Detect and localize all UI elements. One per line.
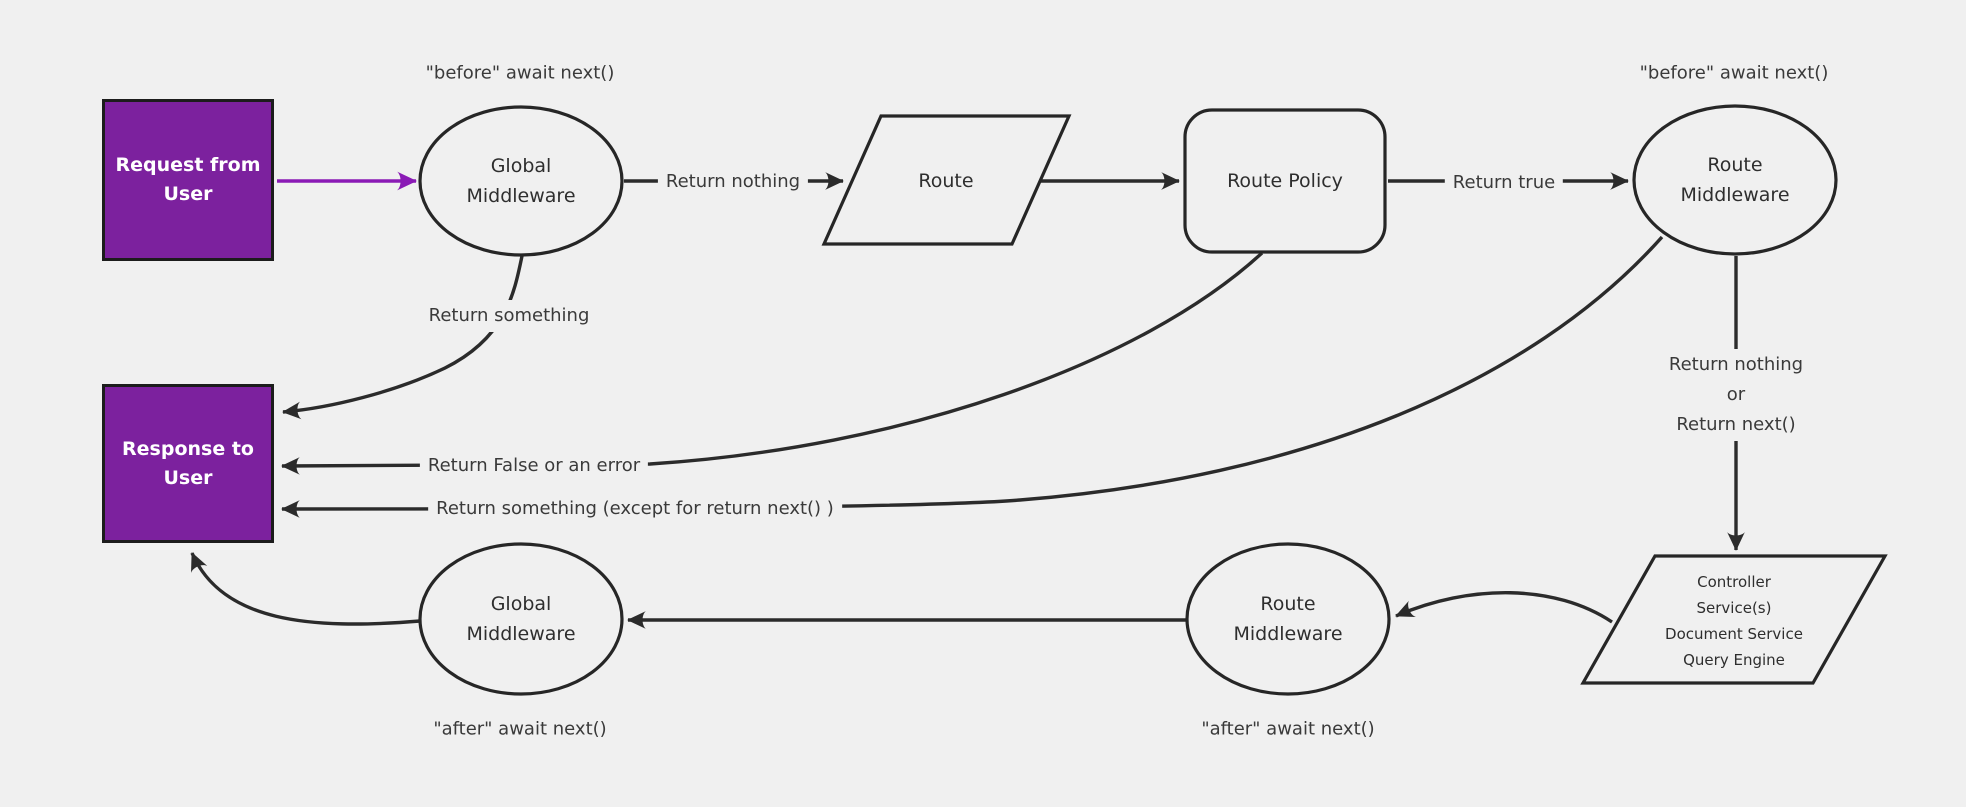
before-await-next-right-annotation: "before" await next() bbox=[1639, 62, 1829, 84]
after-await-next-right-annotation: "after" await next() bbox=[1201, 718, 1375, 740]
return-false-edge-label: Return False or an error bbox=[419, 450, 649, 482]
route-middleware-top-label: Route Middleware bbox=[1680, 154, 1790, 206]
return-nothing-top-edge-label: Return nothing bbox=[657, 166, 809, 198]
route-label: Route bbox=[918, 170, 974, 192]
before-await-next-left-annotation: "before" await next() bbox=[425, 62, 615, 84]
global-middleware-top-shape bbox=[418, 105, 624, 257]
global-middleware-top-label: Global Middleware bbox=[466, 155, 576, 207]
global-middleware-bottom-shape bbox=[418, 542, 624, 696]
edge-route-policy-return-false-to-response bbox=[281, 251, 1264, 475]
edge-global-middleware-bottom-to-response bbox=[190, 552, 421, 626]
return-true-edge-label: Return true bbox=[1444, 167, 1564, 199]
controller-shape bbox=[1580, 554, 1888, 685]
return-something-edge-label: Return something bbox=[420, 300, 598, 332]
response-to-user-node: Response to User bbox=[102, 384, 274, 543]
route-middleware-top-shape bbox=[1632, 104, 1838, 256]
request-from-user-node: Request from User bbox=[102, 99, 274, 261]
route-middleware-bottom-shape bbox=[1185, 542, 1391, 696]
edge-controller-to-route-middleware-bottom bbox=[1395, 591, 1613, 624]
route-middleware-bottom-label: Route Middleware bbox=[1233, 593, 1343, 645]
route-policy-shape bbox=[1183, 108, 1387, 254]
return-nothing-or-next-edge-label: Return nothing or Return next() bbox=[1660, 349, 1812, 441]
global-middleware-bottom-label: Global Middleware bbox=[466, 593, 576, 645]
route-shape bbox=[821, 114, 1072, 246]
return-something-except-edge-label: Return something (except for return next… bbox=[428, 493, 842, 525]
route-policy-label: Route Policy bbox=[1227, 170, 1343, 192]
controller-label: Controller Service(s) Document Service Q… bbox=[1665, 573, 1803, 669]
edge-global-middleware-return-something-to-response bbox=[282, 255, 524, 420]
after-await-next-left-annotation: "after" await next() bbox=[433, 718, 607, 740]
